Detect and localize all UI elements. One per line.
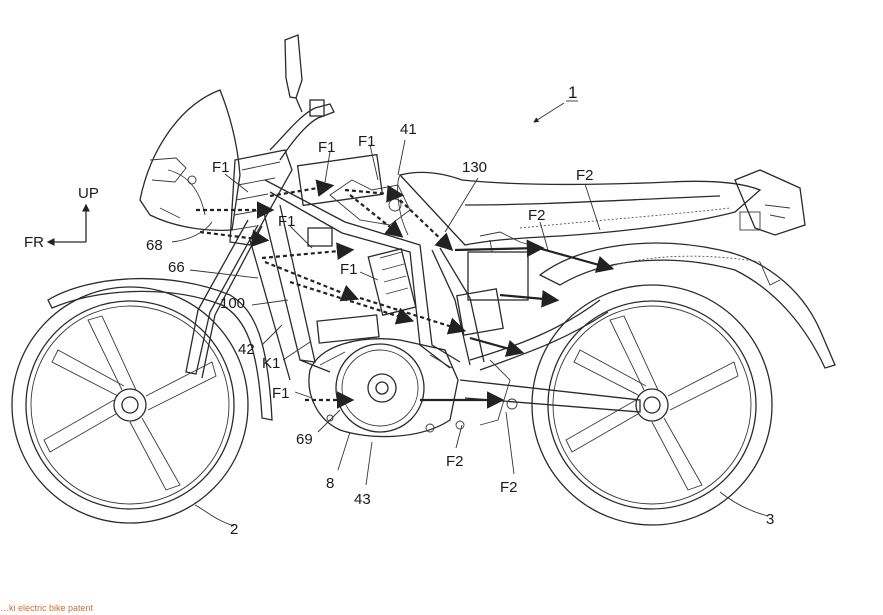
label-f1-d: F1 <box>278 213 296 230</box>
label-130: 130 <box>462 159 487 176</box>
label-43: 43 <box>354 491 371 508</box>
front-wheel <box>11 286 249 524</box>
airflow-arrows-f1 <box>196 179 467 409</box>
label-8: 8 <box>326 475 334 492</box>
label-k1: K1 <box>262 355 280 372</box>
label-f1-a: F1 <box>318 139 336 156</box>
label-f2-d: F2 <box>500 479 518 496</box>
handlebar <box>269 34 335 161</box>
swingarm <box>459 299 641 426</box>
label-f1-c: F1 <box>212 159 230 176</box>
headlight-cowl <box>139 89 241 231</box>
label-f1-f: F1 <box>272 385 290 402</box>
main-frame <box>249 179 485 381</box>
leader-lines <box>171 102 769 527</box>
image-caption: …ki electric bike patent <box>0 603 94 613</box>
airflow-arrows-f2 <box>420 239 615 409</box>
label-69: 69 <box>296 431 313 448</box>
reference-labels: 1 41 F1 F1 130 F2 F1 F2 F1 68 66 F1 100 … <box>24 83 774 538</box>
label-42: 42 <box>238 341 255 358</box>
label-3: 3 <box>766 511 774 528</box>
label-41: 41 <box>400 121 417 138</box>
label-66: 66 <box>168 259 185 276</box>
label-f1-b: F1 <box>358 133 376 150</box>
label-fr: FR <box>24 234 44 251</box>
label-68: 68 <box>146 237 163 254</box>
rear-fender <box>538 169 836 369</box>
label-up: UP <box>78 185 99 202</box>
label-f2-a: F2 <box>576 167 594 184</box>
label-f2-c: F2 <box>446 453 464 470</box>
label-1: 1 <box>568 83 577 102</box>
rear-wheel <box>531 284 773 526</box>
label-f1-e: F1 <box>340 261 358 278</box>
label-2: 2 <box>230 521 238 538</box>
front-fender <box>47 277 273 421</box>
label-f2-b: F2 <box>528 207 546 224</box>
label-100: 100 <box>220 295 245 312</box>
front-fork <box>185 219 263 379</box>
motor-unit <box>308 338 465 438</box>
direction-indicator <box>46 203 90 246</box>
